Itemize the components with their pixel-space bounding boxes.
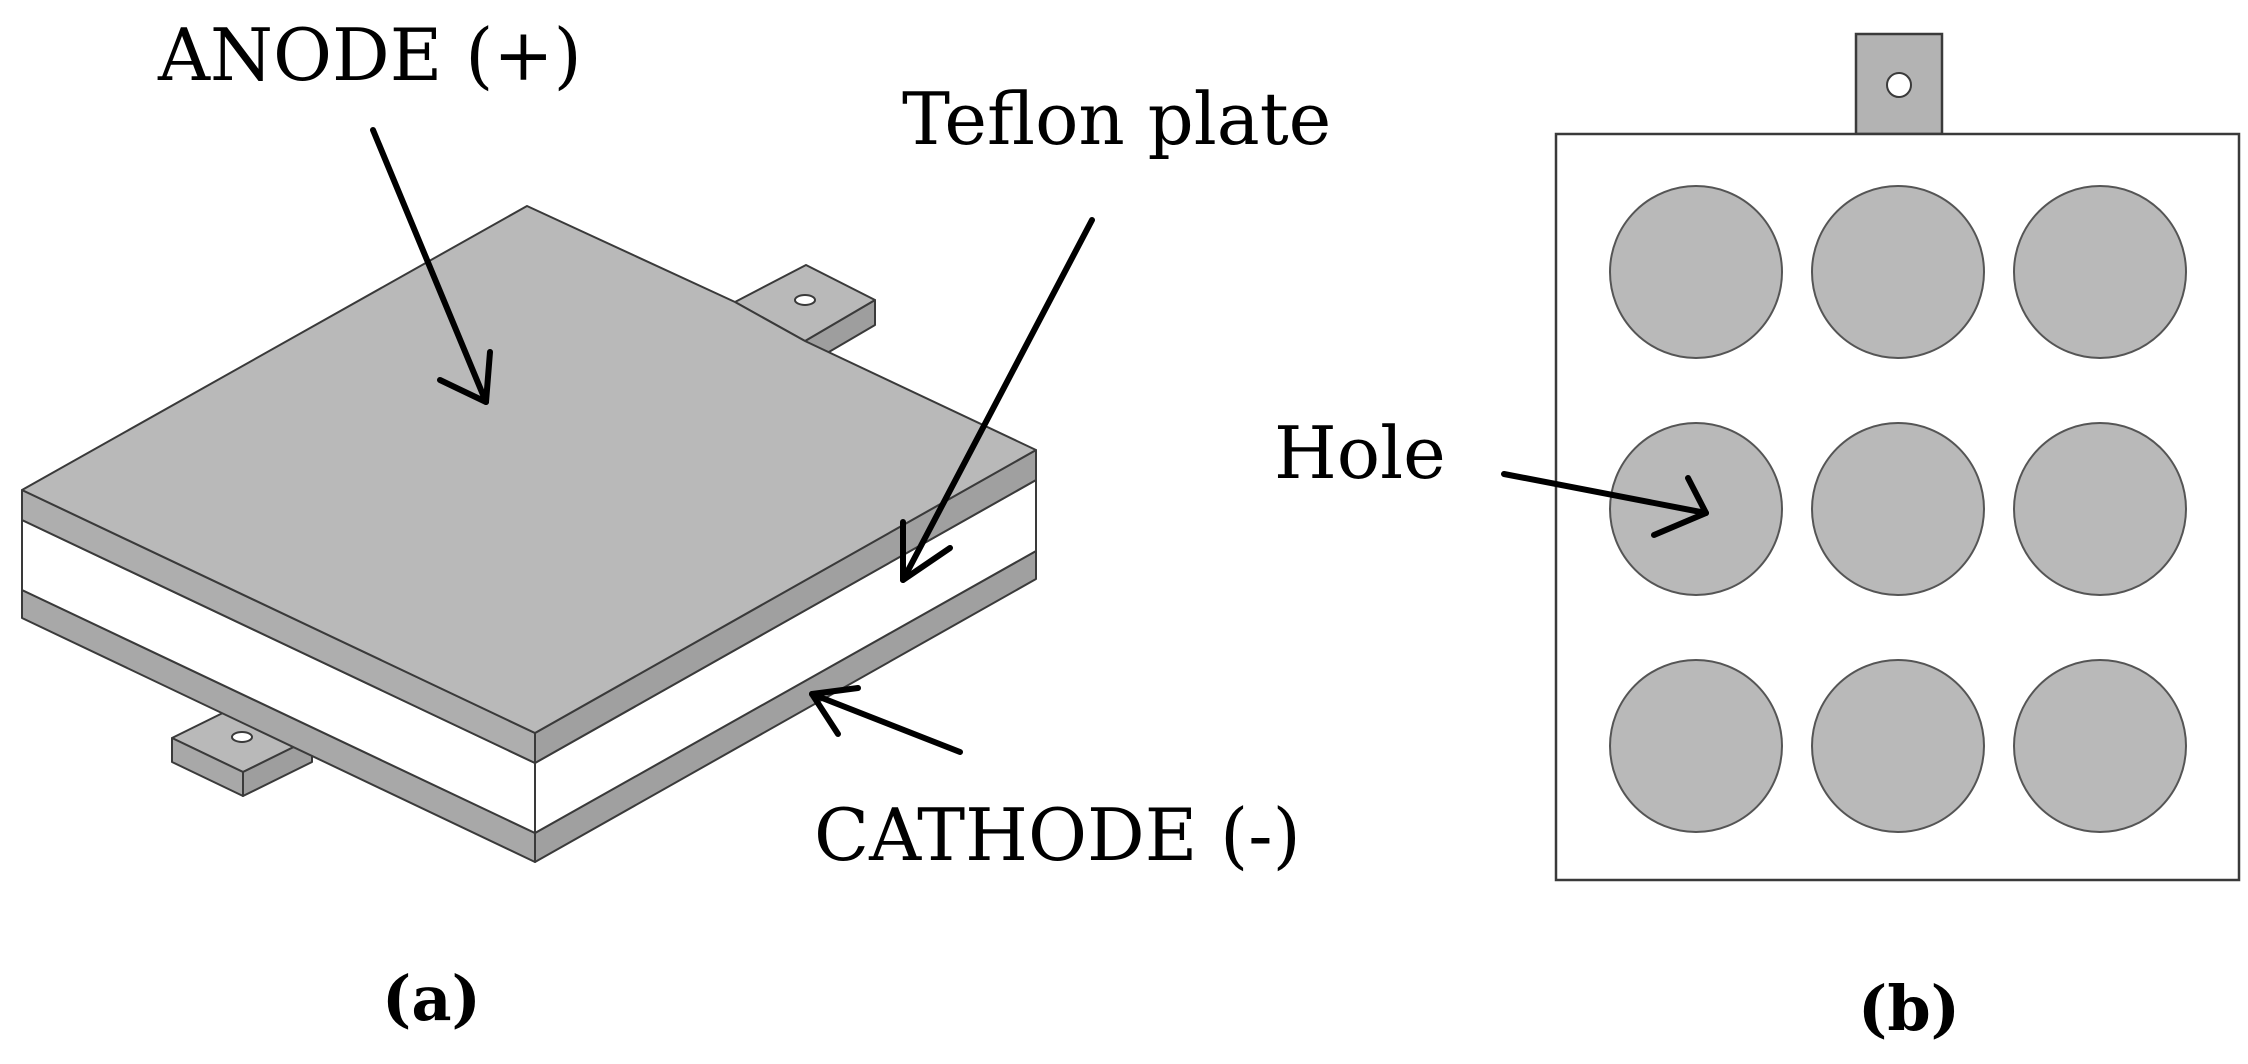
cathode-label: CATHODE (-)	[814, 793, 1301, 877]
arrows	[370, 127, 1709, 755]
hole	[1811, 659, 1985, 833]
hole	[1811, 185, 1985, 359]
panel-b-caption: (b)	[1858, 972, 1960, 1045]
panel-a-caption: (a)	[382, 962, 481, 1035]
cathode-tab-right-face	[242, 737, 313, 797]
cathode-tab-hole	[231, 731, 253, 743]
anode-label: ANODE (+)	[157, 13, 582, 97]
hole	[1609, 185, 1783, 359]
hole	[1811, 422, 1985, 596]
anode-arrow	[370, 127, 493, 405]
hole	[2013, 659, 2187, 833]
hole	[2013, 422, 2187, 596]
teflon-arrow	[900, 217, 1095, 583]
hole-arrow	[1501, 471, 1709, 538]
hole	[2013, 185, 2187, 359]
plate-tab-hole	[1886, 72, 1912, 98]
hole	[1609, 659, 1783, 833]
panel-a-3d-stack	[21, 205, 1037, 863]
hole-label: Hole	[1274, 411, 1446, 495]
anode-tab-hole	[794, 294, 816, 306]
teflon-plate-label: Teflon plate	[902, 77, 1331, 161]
panel-b-top-view	[1554, 32, 2241, 882]
cathode-tab	[171, 703, 313, 797]
hole-grid	[1609, 185, 2187, 833]
anode-top-face	[21, 205, 1037, 734]
cathode-arrow	[809, 685, 963, 755]
